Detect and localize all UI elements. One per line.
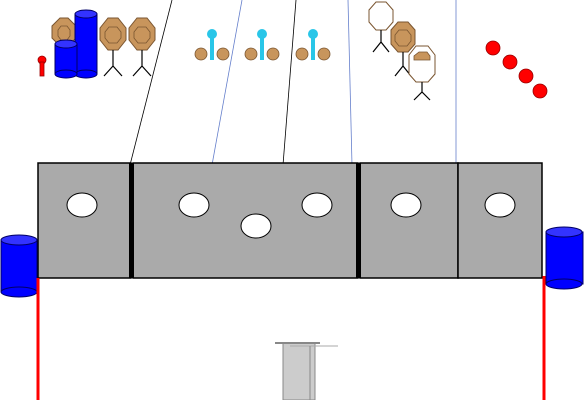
sight-line-4: [347, 0, 353, 166]
swinger-arm: [311, 38, 315, 60]
cardboard-target: [244, 47, 258, 61]
wall-panel-1: [37, 162, 132, 279]
cardboard-target: [99, 17, 127, 77]
cardboard-target: [194, 47, 208, 61]
target-cluster-left: [37, 9, 156, 79]
steel-plate: [502, 54, 518, 70]
swinger-arm: [260, 38, 264, 60]
swinger-head: [257, 29, 267, 39]
steel-plate: [532, 83, 548, 99]
barrel: [0, 234, 38, 298]
shooting-wall: [37, 162, 543, 279]
sight-line-3: [282, 0, 297, 166]
no-shoot-target: [408, 45, 436, 101]
steel-plate: [518, 68, 534, 84]
cardboard-target: [295, 47, 309, 61]
barrel: [74, 9, 98, 79]
shooting-port: [484, 192, 516, 218]
wall-joint: [129, 163, 134, 278]
wall-panel-4: [457, 162, 543, 279]
barrel: [545, 226, 584, 290]
shooting-port: [178, 192, 210, 218]
target-stand-group: [368, 1, 436, 101]
steel-popper: [37, 55, 47, 77]
start-table: [275, 342, 338, 400]
wall-joint: [356, 163, 361, 278]
shooting-port: [390, 192, 422, 218]
cardboard-target: [317, 47, 331, 61]
shooting-port: [240, 213, 272, 239]
cardboard-target: [266, 47, 280, 61]
no-shoot-target: [368, 1, 394, 53]
sight-line-1: [129, 0, 173, 166]
swinger-group-2: [244, 29, 280, 61]
cardboard-target: [216, 47, 230, 61]
steel-plate: [485, 40, 501, 56]
wall-panel-3: [359, 162, 459, 279]
swinger-group-3: [295, 29, 331, 61]
sight-lines: [129, 0, 457, 166]
cardboard-target: [390, 21, 416, 77]
steel-plate-row: [485, 40, 548, 99]
swinger-head: [207, 29, 217, 39]
swinger-group-1: [194, 29, 230, 61]
cardboard-target: [128, 17, 156, 77]
barrel: [54, 39, 78, 79]
shooting-port: [301, 192, 333, 218]
swinger-head: [308, 29, 318, 39]
sight-line-2: [211, 0, 243, 166]
shooting-port: [66, 192, 98, 218]
swinger-arm: [210, 38, 214, 60]
